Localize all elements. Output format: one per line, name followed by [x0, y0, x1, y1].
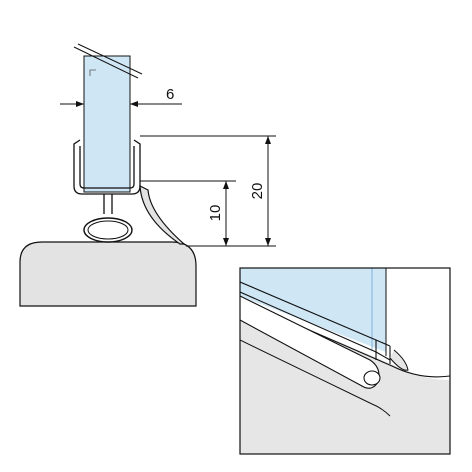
dim-arrow [265, 136, 271, 144]
detail-tray-edge [240, 299, 450, 378]
dim-arrow [223, 238, 229, 246]
dim-arrow [130, 101, 138, 107]
glass-panel [83, 55, 131, 193]
dim-label-total-height: 20 [249, 183, 266, 200]
perspective-detail [239, 267, 451, 455]
dim-arrow [223, 181, 229, 189]
detail-tray-edge-lower [240, 339, 391, 417]
break-line [73, 46, 139, 79]
detail-seal-channel [375, 340, 391, 364]
detail-seal-lip [389, 349, 409, 371]
seal-bulb [83, 217, 133, 243]
seal-lip [139, 184, 186, 245]
detail-glass [240, 268, 386, 352]
break-line [77, 43, 143, 75]
dim-label-lower-height: 10 [207, 205, 224, 222]
shower-tray-section [19, 241, 197, 307]
seal-bulb-inner [87, 220, 129, 240]
glass-corner-mark [89, 69, 96, 76]
detail-seal-bulb-end [363, 370, 381, 386]
seal-stem [103, 194, 113, 214]
dim-arrow [76, 101, 84, 107]
cross-section: 6 20 10 [19, 43, 276, 307]
dim-label-thickness: 6 [166, 86, 174, 103]
detail-frame [239, 267, 451, 455]
dim-arrow [265, 238, 271, 246]
